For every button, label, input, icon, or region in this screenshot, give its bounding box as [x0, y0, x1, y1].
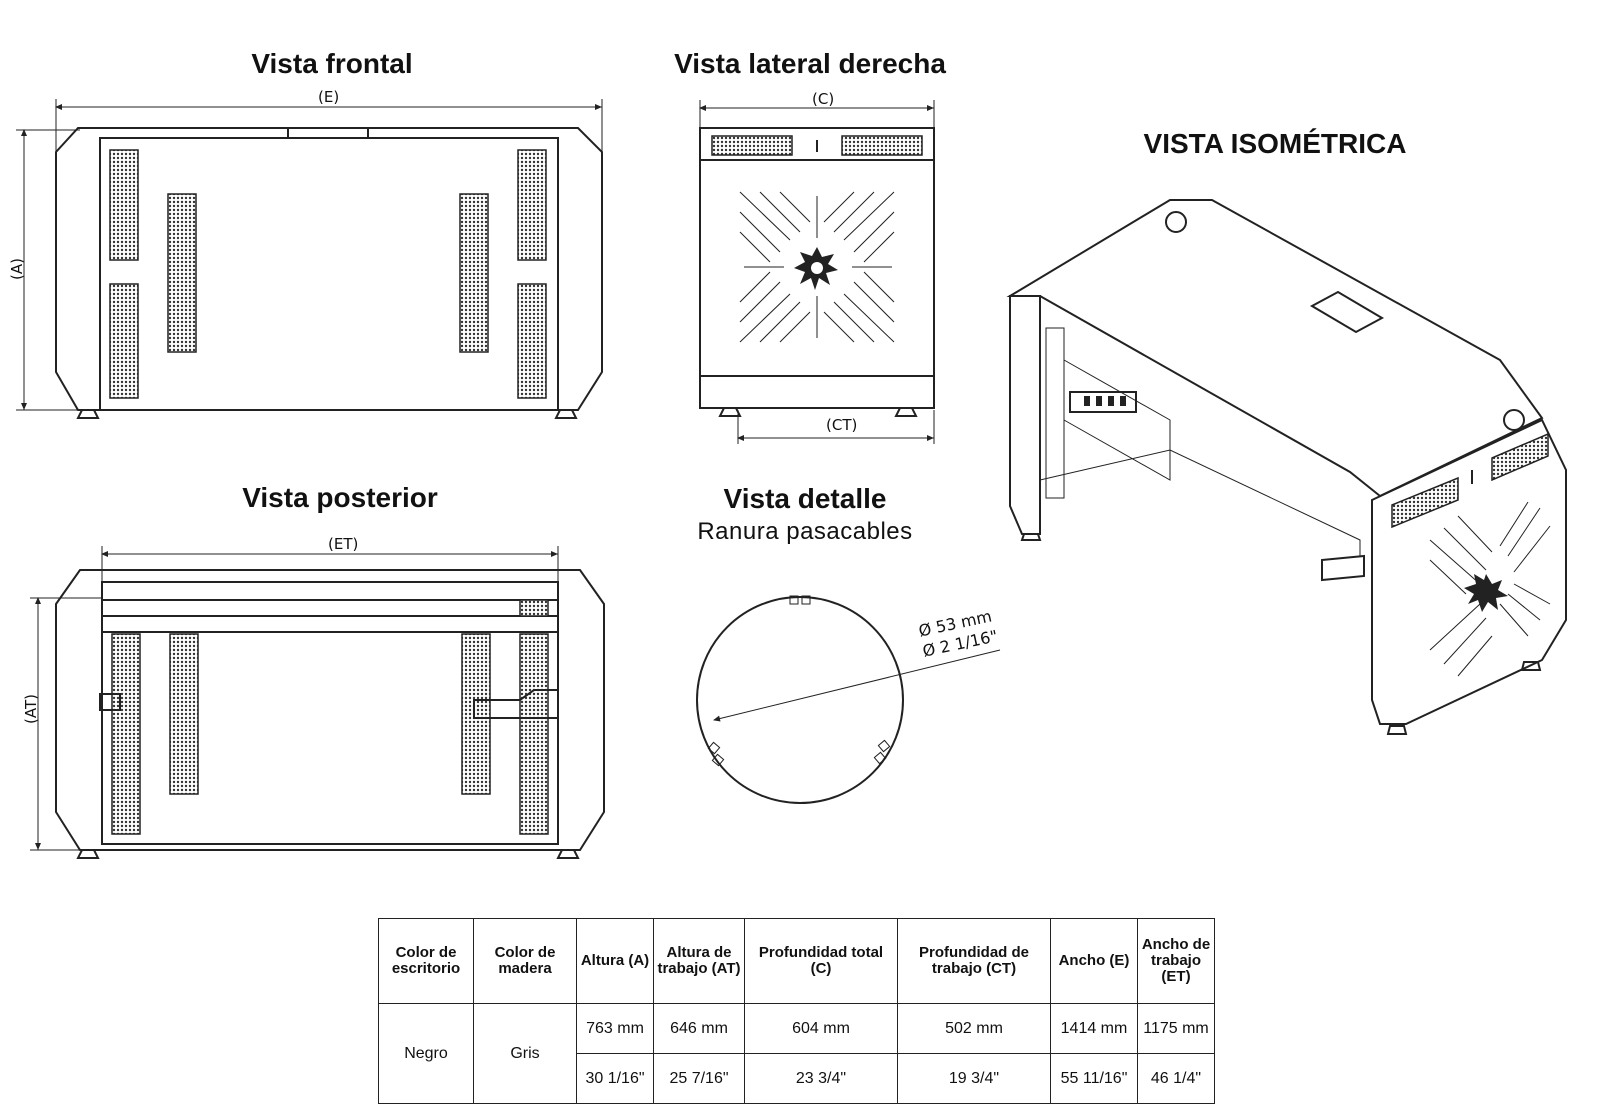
wood-color-value: Gris [473, 1003, 577, 1104]
work-height-in: 25 7/16" [653, 1053, 745, 1104]
header-wood-color: Color de madera [473, 918, 577, 1004]
height-mm: 763 mm [576, 1003, 654, 1054]
dim-label-et: (ET) [328, 535, 359, 553]
front-view-title: Vista frontal [251, 48, 413, 79]
header-total-depth: Profundidad total (C) [744, 918, 898, 1004]
work-width-mm: 1175 mm [1137, 1003, 1215, 1054]
work-depth-in: 19 3/4" [897, 1053, 1051, 1104]
width-in: 55 11/16" [1050, 1053, 1138, 1104]
work-depth-mm: 502 mm [897, 1003, 1051, 1054]
header-width: Ancho (E) [1050, 918, 1138, 1004]
iso-view-title: VISTA ISOMÉTRICA [1143, 128, 1407, 159]
dim-label-c: (C) [812, 90, 835, 108]
isometric-view-drawing [1006, 199, 1567, 735]
rear-view-drawing [30, 546, 605, 859]
specs-header-row: Color de escritorio Color de madera Altu… [378, 918, 1215, 1004]
dim-label-e: (E) [318, 88, 340, 106]
total-depth-mm: 604 mm [744, 1003, 898, 1054]
header-work-depth: Profundidad de trabajo (CT) [897, 918, 1051, 1004]
side-view-title: Vista lateral derecha [674, 48, 946, 79]
header-height: Altura (A) [576, 918, 654, 1004]
specs-imperial-row: 30 1/16" 25 7/16" 23 3/4" 19 3/4" 55 11/… [379, 1053, 1215, 1104]
detail-view-subtitle: Ranura pasacables [697, 518, 913, 545]
work-width-in: 46 1/4" [1137, 1053, 1215, 1104]
detail-view-drawing [696, 595, 1001, 804]
header-work-height: Altura de trabajo (AT) [653, 918, 745, 1004]
height-in: 30 1/16" [576, 1053, 654, 1104]
header-work-width: Ancho de trabajo (ET) [1137, 918, 1215, 1004]
front-view-drawing [16, 99, 603, 419]
header-desk-color: Color de escritorio [378, 918, 474, 1004]
side-view-drawing [699, 100, 935, 444]
desk-color-value: Negro [378, 1003, 474, 1104]
dim-label-ct: (CT) [826, 416, 858, 434]
rear-view-title: Vista posterior [242, 482, 438, 513]
detail-view-title: Vista detalle [723, 483, 887, 514]
specs-metric-row: Negro Gris 763 mm 646 mm 604 mm 502 mm 1… [378, 1003, 1215, 1104]
width-mm: 1414 mm [1050, 1003, 1138, 1054]
specs-table: Color de escritorio Color de madera Altu… [378, 918, 1215, 1104]
total-depth-in: 23 3/4" [744, 1053, 898, 1104]
work-height-mm: 646 mm [653, 1003, 745, 1054]
